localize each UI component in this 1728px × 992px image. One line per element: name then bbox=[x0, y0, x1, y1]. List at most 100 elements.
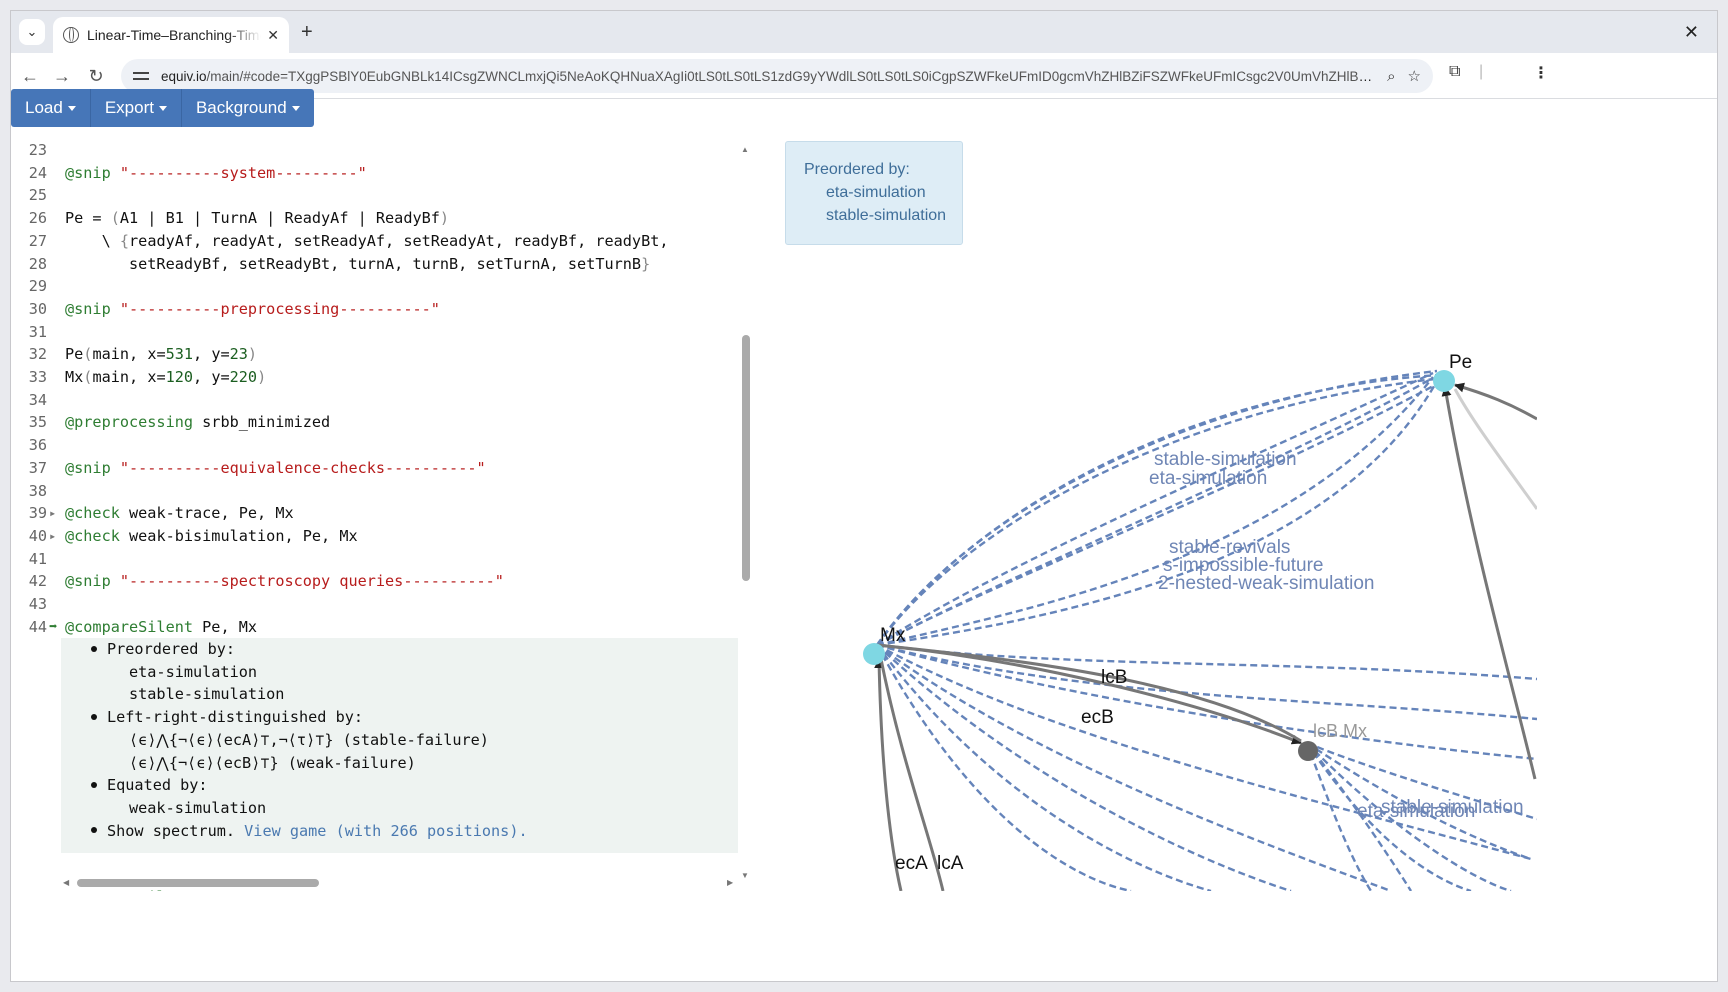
code-text: Pe = (A1 | B1 | TurnA | ReadyAf | ReadyB… bbox=[65, 209, 450, 228]
code-line[interactable]: 30@snip "----------preprocessing--------… bbox=[11, 298, 739, 321]
reload-button[interactable]: ↻ bbox=[83, 63, 109, 89]
edge-label: ecB bbox=[1081, 707, 1114, 728]
compare-result-panel: Preordered by: eta-simulation stable-sim… bbox=[61, 638, 738, 853]
code-line[interactable]: 29 bbox=[11, 275, 739, 298]
code-line[interactable]: 31 bbox=[11, 321, 739, 344]
extensions-icon[interactable]: ⧉ bbox=[1449, 63, 1461, 80]
result-lr-distinguished: Left-right-distinguished by: bbox=[91, 706, 363, 729]
result-preordered: Preordered by: bbox=[91, 638, 235, 661]
code-line[interactable]: 34 bbox=[11, 389, 739, 412]
browser-menu-icon[interactable]: ⋮ bbox=[1533, 65, 1549, 82]
caret-down-icon bbox=[67, 105, 76, 111]
arrow-right-icon: → bbox=[53, 65, 71, 86]
url-text[interactable]: equiv.io/main/#code=TXggPSBlY0EubGNBLk14… bbox=[161, 69, 1375, 84]
reload-icon: ↻ bbox=[88, 65, 104, 86]
line-number: 43 bbox=[28, 595, 47, 613]
scroll-down-icon[interactable]: ▼ bbox=[741, 871, 749, 880]
line-number: 28 bbox=[28, 254, 47, 273]
window-close-button[interactable]: ✕ bbox=[1683, 22, 1699, 42]
run-marker-icon[interactable]: ▸ bbox=[49, 506, 57, 521]
scrollbar-thumb[interactable] bbox=[742, 335, 750, 581]
result-spectrum: Show spectrum. View game (with 266 posit… bbox=[91, 820, 528, 843]
tab-search-button[interactable]: ⌄ bbox=[19, 19, 45, 45]
code-line[interactable]: 24@snip "----------system---------" bbox=[11, 162, 739, 185]
transition-graph[interactable]: Pe Mx lcB.Mx stable-simulation eta-simul… bbox=[771, 139, 1537, 891]
code-line[interactable]: 37@snip "----------equivalence-checks---… bbox=[11, 457, 739, 480]
relation-label: eta-simulation bbox=[1357, 801, 1475, 822]
code-line[interactable]: 38 bbox=[11, 480, 739, 503]
code-line[interactable]: 44➡@compareSilent Pe, Mx bbox=[11, 616, 739, 639]
bookmark-star-icon[interactable]: ☆ bbox=[1407, 68, 1421, 85]
new-tab-button[interactable]: + bbox=[301, 21, 313, 43]
forward-button[interactable]: → bbox=[49, 63, 75, 89]
node-lcbmx[interactable] bbox=[1298, 741, 1318, 761]
code-line[interactable]: 28 setReadyBf, setReadyBt, turnA, turnB,… bbox=[11, 253, 739, 276]
load-label: Load bbox=[25, 98, 63, 117]
back-button[interactable]: ← bbox=[17, 63, 43, 89]
info-title: Preordered by: bbox=[804, 161, 910, 178]
line-number: 33 bbox=[28, 368, 47, 386]
node-label-mx: Mx bbox=[880, 625, 906, 646]
tab-title: Linear-Time–Branching-Time Spectroscopy bbox=[87, 27, 262, 43]
line-number: 35 bbox=[28, 413, 47, 432]
transition-edges bbox=[874, 382, 1537, 891]
site-info-icon[interactable] bbox=[133, 69, 151, 83]
code-line[interactable]: 42@snip "----------spectroscopy queries-… bbox=[11, 570, 739, 593]
code-line[interactable]: 40▸ @check weak-bisimulation, Pe, Mx bbox=[11, 525, 739, 548]
line-number: 42 bbox=[28, 572, 47, 591]
line-number: 41 bbox=[28, 549, 47, 568]
run-marker-icon[interactable]: ➡ bbox=[49, 618, 58, 635]
result-formula: ⟨ϵ⟩⋀{¬⟨ϵ⟩⟨ecB⟩⊤} (weak-failure) bbox=[129, 753, 416, 772]
graph-nodes[interactable] bbox=[863, 370, 1455, 761]
code-line[interactable]: 25 bbox=[11, 184, 739, 207]
line-number: 36 bbox=[28, 436, 47, 455]
code-text: @check weak-bisimulation, Pe, Mx bbox=[65, 526, 358, 545]
zoom-icon[interactable]: ⌕ bbox=[1387, 67, 1396, 85]
editor-vertical-scrollbar[interactable]: ▲ ▼ bbox=[741, 139, 751, 891]
code-line[interactable]: 41 bbox=[11, 548, 739, 571]
scroll-up-icon[interactable]: ▲ bbox=[741, 145, 749, 154]
line-number: 25 bbox=[28, 186, 47, 205]
code-line[interactable]: 39▸@check weak-trace, Pe, Mx bbox=[11, 502, 739, 525]
code-line[interactable]: 36 bbox=[11, 434, 739, 457]
code-line[interactable]: 43 bbox=[11, 593, 739, 616]
line-number: 40 bbox=[28, 526, 47, 545]
app-menu-bar: Load Export Background bbox=[11, 89, 314, 127]
code-line[interactable]: 27 \ {readyAf, readyAt, setReadyAf, setR… bbox=[11, 230, 739, 253]
close-tab-icon[interactable]: ✕ bbox=[267, 26, 279, 43]
graph-view[interactable]: Preordered by: eta-simulation stable-sim… bbox=[771, 139, 1537, 891]
editor-horizontal-scrollbar[interactable]: ◀ ▶ bbox=[61, 877, 741, 889]
background-label: Background bbox=[195, 98, 287, 117]
scroll-right-icon[interactable]: ▶ bbox=[727, 878, 734, 887]
info-item: stable-simulation bbox=[826, 207, 947, 224]
view-game-link[interactable]: View game (with 266 positions). bbox=[244, 821, 528, 840]
node-pe[interactable] bbox=[1433, 370, 1455, 392]
address-bar[interactable]: equiv.io/main/#code=TXggPSBlY0EubGNBLk14… bbox=[121, 59, 1433, 93]
relation-label: s-impossible-future bbox=[1163, 555, 1324, 576]
tab-active[interactable]: Linear-Time–Branching-Time Spectroscopy … bbox=[53, 17, 289, 53]
result-formula: ⟨ϵ⟩⋀{¬⟨ϵ⟩⟨ecA⟩⊤,¬⟨τ⟩⊤} (stable-failure) bbox=[129, 730, 489, 749]
line-number: 44 bbox=[28, 617, 47, 636]
scrollbar-thumb[interactable] bbox=[77, 879, 319, 887]
line-number: 27 bbox=[28, 231, 47, 250]
line-number: 38 bbox=[28, 481, 47, 500]
load-menu-button[interactable]: Load bbox=[11, 89, 91, 127]
export-menu-button[interactable]: Export bbox=[91, 89, 182, 127]
code-text: @preprocessing srbb_minimized bbox=[65, 413, 331, 432]
code-line[interactable]: 45@compareSilent Mx, Pe bbox=[11, 886, 739, 891]
background-menu-button[interactable]: Background bbox=[182, 89, 314, 127]
code-line[interactable]: 23 bbox=[11, 139, 739, 162]
node-mx[interactable] bbox=[863, 643, 885, 665]
code-line[interactable]: 35 @preprocessing srbb_minimized bbox=[11, 411, 739, 434]
relation-label: eta-simulation bbox=[1149, 468, 1267, 489]
result-equated-item: weak-simulation bbox=[129, 798, 267, 817]
result-preordered-item: stable-simulation bbox=[129, 685, 285, 704]
scroll-left-icon[interactable]: ◀ bbox=[63, 878, 70, 887]
edge-label: lcA bbox=[937, 853, 964, 874]
url-host: equiv.io bbox=[161, 68, 207, 84]
code-editor[interactable]: Preordered by: eta-simulation stable-sim… bbox=[11, 139, 751, 891]
run-marker-icon[interactable]: ▸ bbox=[49, 528, 57, 543]
